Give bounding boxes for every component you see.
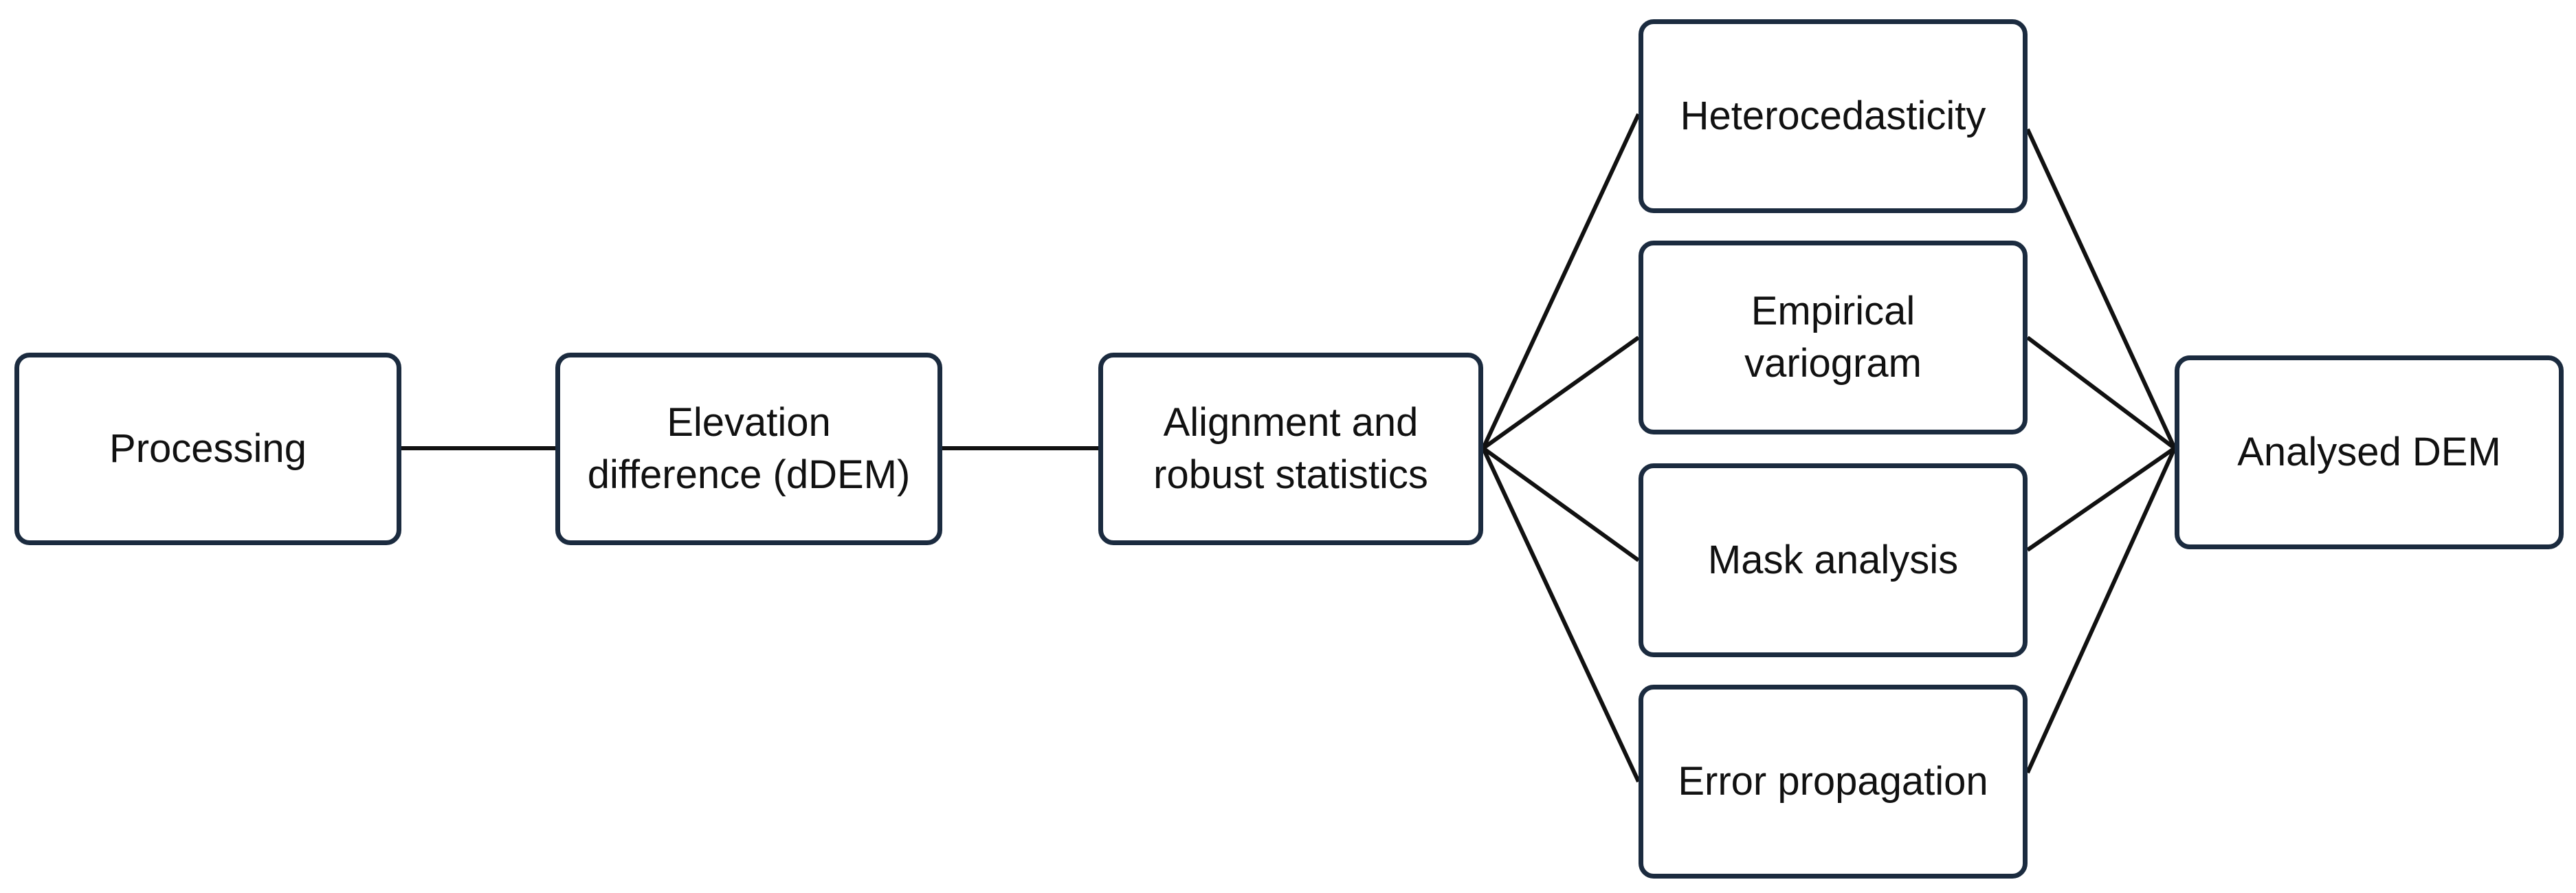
node-error-propagation: Error propagation <box>1639 685 2028 879</box>
edge-hetero-analysed <box>2025 128 2177 450</box>
node-error-propagation-label: Error propagation <box>1678 759 1988 804</box>
edge-vario-analysed <box>2026 335 2176 450</box>
node-alignment-robust-statistics: Alignment and robust statistics <box>1098 353 1483 545</box>
node-heterocedasticity-label: Heterocedasticity <box>1680 93 1986 138</box>
node-elevation-difference-label: Elevation difference (dDEM) <box>587 400 911 497</box>
edge-error-analysed <box>2025 447 2177 774</box>
node-alignment-robust-statistics-label: Alignment and robust statistics <box>1153 400 1428 497</box>
edge-align-error <box>1481 447 1641 783</box>
edge-mask-analysed <box>2026 446 2176 552</box>
node-analysed-dem: Analysed DEM <box>2175 355 2564 549</box>
node-empirical-variogram: Empirical variogram <box>1639 241 2028 434</box>
node-processing: Processing <box>14 353 401 545</box>
node-empirical-variogram-label: Empirical variogram <box>1744 289 1922 386</box>
node-mask-analysis-label: Mask analysis <box>1707 538 1959 582</box>
node-processing-label: Processing <box>109 426 307 471</box>
node-heterocedasticity: Heterocedasticity <box>1639 19 2028 213</box>
node-mask-analysis: Mask analysis <box>1639 463 2028 657</box>
node-elevation-difference: Elevation difference (dDEM) <box>555 353 942 545</box>
edge-align-vario <box>1482 335 1640 450</box>
edge-align-mask <box>1482 446 1640 562</box>
node-analysed-dem-label: Analysed DEM <box>2237 430 2501 474</box>
edge-align-hetero <box>1481 113 1641 450</box>
